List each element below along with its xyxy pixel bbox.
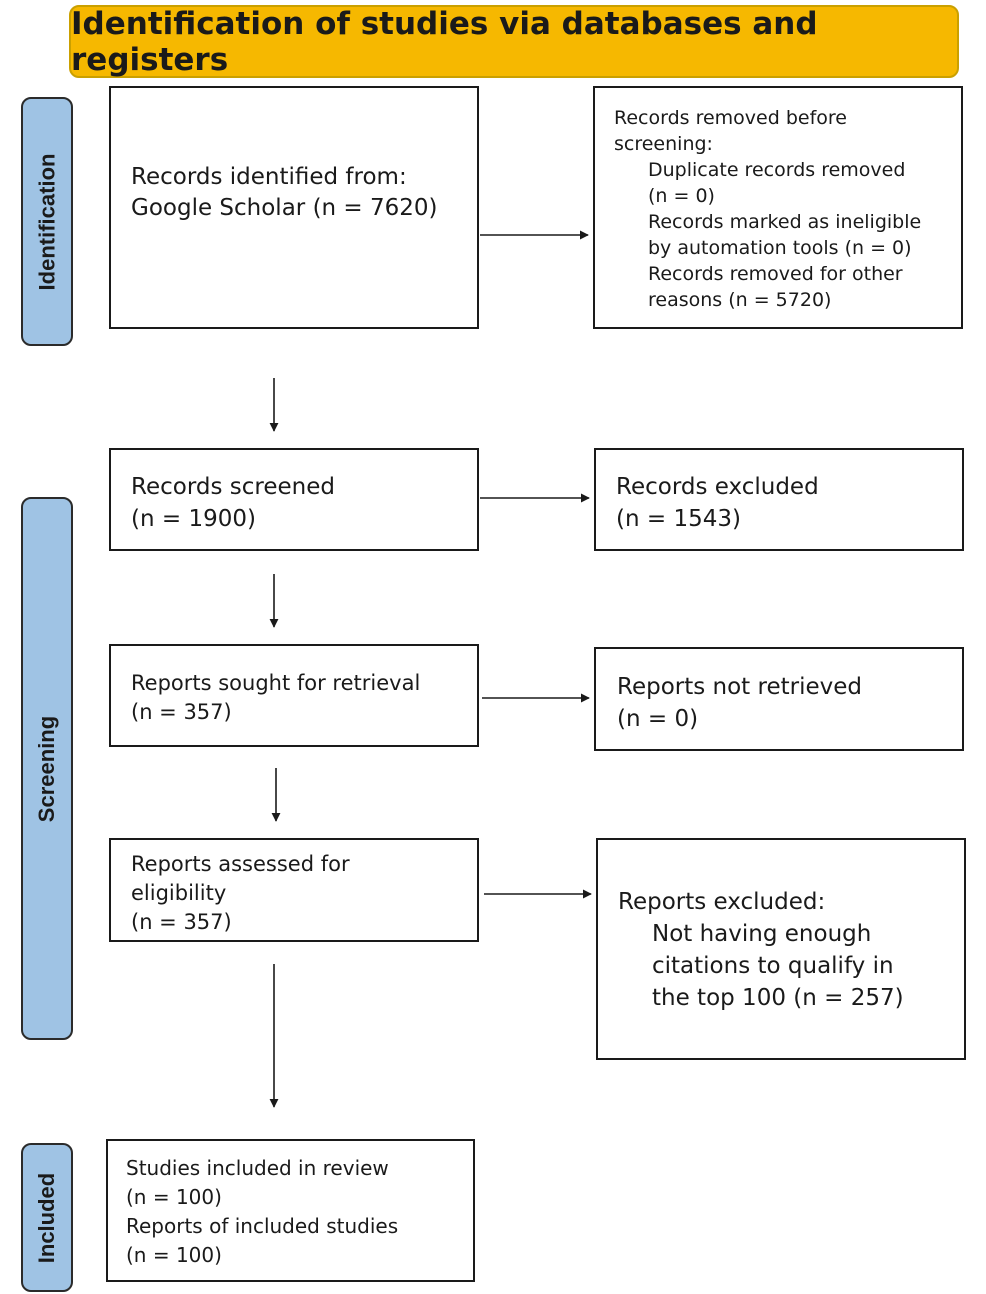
reports-excluded-reason-line1: Not having enough xyxy=(652,921,872,947)
reports-assessed-box: Reports assessed for eligibility (n = 35… xyxy=(109,838,479,942)
phase-identification: Identification xyxy=(21,97,73,346)
reports-excluded-reason-line3: the top 100 (n = 257) xyxy=(652,985,904,1011)
studies-included-line1: Studies included in review xyxy=(126,1156,389,1180)
reports-assessed-line3: (n = 357) xyxy=(131,910,232,934)
reports-assessed-line2: eligibility xyxy=(131,881,227,905)
automation-ineligible-line1: Records marked as ineligible xyxy=(648,211,922,233)
records-removed-line2: screening: xyxy=(614,133,713,155)
phase-included: Included xyxy=(21,1143,73,1292)
reports-sought-line2: (n = 357) xyxy=(131,700,232,724)
included-reports-line1: Reports of included studies xyxy=(126,1214,399,1238)
records-excluded-line2: (n = 1543) xyxy=(616,506,741,532)
other-reasons-line1: Records removed for other xyxy=(648,263,903,285)
other-reasons-line2: reasons (n = 5720) xyxy=(648,289,832,311)
reports-not-retrieved-line1: Reports not retrieved xyxy=(617,674,862,700)
reports-assessed-line1: Reports assessed for xyxy=(131,852,350,876)
duplicates-removed-line1: Duplicate records removed xyxy=(648,159,906,181)
duplicates-removed-line2: (n = 0) xyxy=(648,185,715,207)
studies-included-line2: (n = 100) xyxy=(126,1185,222,1209)
records-identified-line2: Google Scholar (n = 7620) xyxy=(131,195,438,221)
reports-not-retrieved-box: Reports not retrieved (n = 0) xyxy=(594,647,964,751)
reports-excluded-line1: Reports excluded: xyxy=(618,889,826,915)
records-removed-line1: Records removed before xyxy=(614,107,847,129)
automation-ineligible-line2: by automation tools (n = 0) xyxy=(648,237,912,259)
included-reports-line2: (n = 100) xyxy=(126,1243,222,1267)
reports-excluded-box: Reports excluded: Not having enough cita… xyxy=(596,838,966,1060)
records-screened-line2: (n = 1900) xyxy=(131,506,256,532)
reports-not-retrieved-line2: (n = 0) xyxy=(617,706,699,732)
reports-excluded-reason-line2: citations to qualify in xyxy=(652,953,894,979)
reports-sought-box: Reports sought for retrieval (n = 357) xyxy=(109,644,479,747)
records-excluded-line1: Records excluded xyxy=(616,474,819,500)
reports-sought-line1: Reports sought for retrieval xyxy=(131,671,421,695)
studies-included-box: Studies included in review (n = 100) Rep… xyxy=(106,1139,475,1282)
records-excluded-box: Records excluded (n = 1543) xyxy=(594,448,964,551)
phase-screening: Screening xyxy=(21,497,73,1040)
records-identified-line1: Records identified from: xyxy=(131,164,407,190)
records-screened-box: Records screened (n = 1900) xyxy=(109,448,479,551)
records-removed-box: Records removed before screening: Duplic… xyxy=(593,86,963,329)
records-identified-box: Records identified from: Google Scholar … xyxy=(109,86,479,329)
records-screened-line1: Records screened xyxy=(131,474,335,500)
diagram-title: Identification of studies via databases … xyxy=(69,5,959,78)
